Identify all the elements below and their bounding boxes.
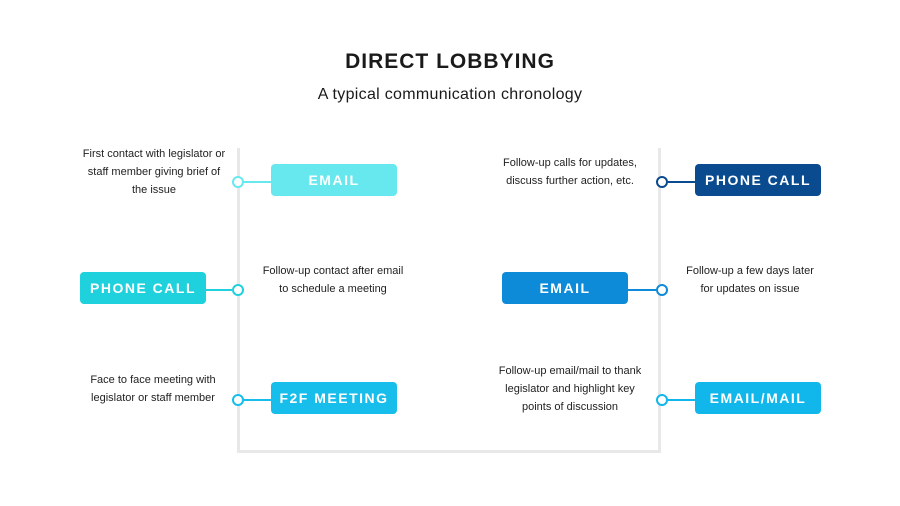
right-step-1-connector: [668, 181, 695, 183]
right-step-2-connector: [628, 289, 656, 291]
left-step-1-connector: [244, 181, 271, 183]
left-step-1-description: First contact with legislator or staff m…: [82, 148, 226, 196]
right-step-3-connector: [668, 399, 695, 401]
left-step-3-node: [232, 394, 244, 406]
left-step-3-connector: [244, 399, 271, 401]
left-step-3-label: F2F MEETING: [271, 382, 397, 414]
right-step-3-node: [656, 394, 668, 406]
left-step-1-label: EMAIL: [271, 164, 397, 196]
right-step-3-description: Follow-up email/mail to thank legislator…: [498, 365, 642, 413]
timeline-frame: [237, 148, 661, 453]
page-subtitle: A typical communication chronology: [317, 86, 583, 103]
left-step-3-description: Face to face meeting with legislator or …: [90, 374, 216, 404]
left-step-2-label: PHONE CALL: [80, 272, 206, 304]
page-title: DIRECT LOBBYING: [345, 50, 555, 73]
right-step-2-description: Follow-up a few days later for updates o…: [686, 265, 814, 295]
right-step-2-label: EMAIL: [502, 272, 628, 304]
right-step-3-label: EMAIL/MAIL: [695, 382, 821, 414]
right-step-1-description: Follow-up calls for updates, discuss fur…: [503, 157, 637, 187]
left-step-1-node: [232, 176, 244, 188]
right-step-1-node: [656, 176, 668, 188]
left-step-2-description: Follow-up contact after email to schedul…: [262, 265, 404, 295]
left-step-2-node: [232, 284, 244, 296]
left-step-2-connector: [206, 289, 232, 291]
right-step-2-node: [656, 284, 668, 296]
right-step-1-label: PHONE CALL: [695, 164, 821, 196]
